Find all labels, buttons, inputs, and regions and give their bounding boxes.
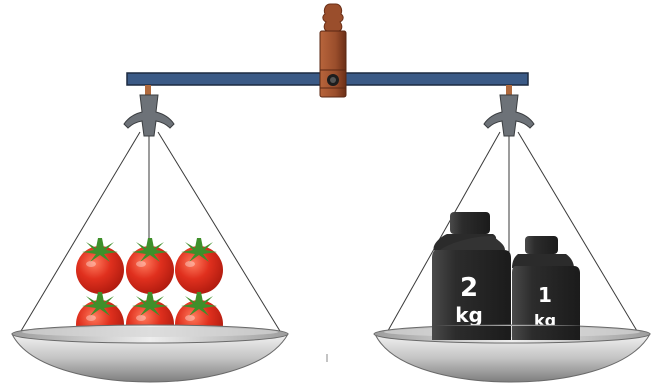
weight-1kg-amount: 1 xyxy=(538,283,552,307)
weights-front xyxy=(432,326,580,340)
right-hanger xyxy=(484,85,534,136)
tomato-icon xyxy=(76,238,124,294)
tomato-icon xyxy=(126,238,174,294)
left-pan xyxy=(12,325,288,382)
weight-2kg-amount: 2 xyxy=(460,273,478,303)
left-hanger xyxy=(124,85,174,136)
weight-2kg-unit: kg xyxy=(455,303,483,327)
tomato-icon xyxy=(175,238,223,294)
scale-beam xyxy=(127,70,528,88)
